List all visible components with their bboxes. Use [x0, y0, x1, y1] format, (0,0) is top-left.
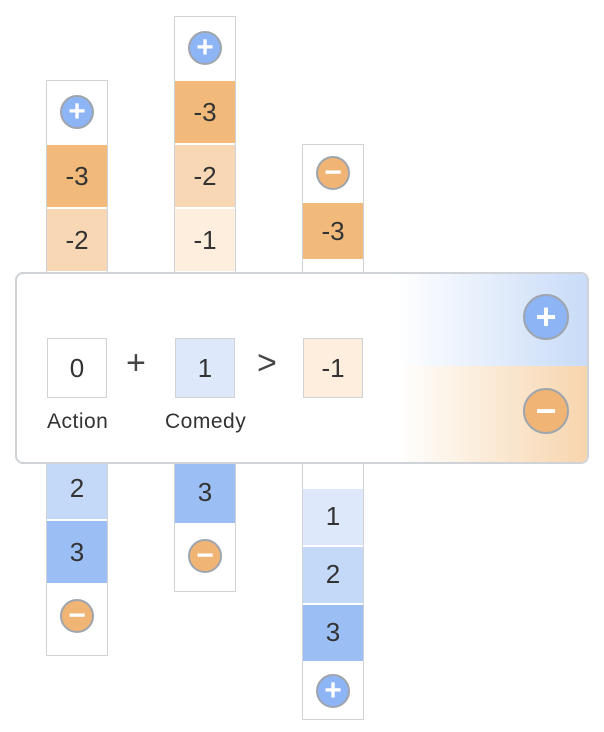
target-value-cell[interactable]: 3 [303, 604, 363, 661]
comedy-label: Comedy [165, 410, 247, 433]
comedy-value-cell[interactable]: -3 [175, 81, 235, 143]
comedy-value-cell[interactable]: -2 [175, 145, 235, 207]
comedy-value-cell[interactable]: 3 [175, 461, 235, 523]
minus-icon[interactable]: − [60, 599, 94, 633]
expression-panel: 0 + 1 > -1 Action Comedy + − [15, 272, 589, 464]
target-value-cell[interactable]: 2 [303, 546, 363, 603]
action-value-cell[interactable]: 2 [47, 457, 107, 519]
target-decrease-cell: − [303, 145, 363, 201]
action-increase-cell: + [47, 81, 107, 143]
target-current-value[interactable]: -1 [303, 338, 363, 398]
minus-icon[interactable]: − [316, 156, 350, 190]
action-value-cell[interactable]: -3 [47, 145, 107, 207]
plus-icon[interactable]: + [60, 95, 94, 129]
action-current-value[interactable]: 0 [47, 338, 107, 398]
add-operator: + [126, 344, 146, 382]
comedy-value-cell[interactable]: -1 [175, 209, 235, 271]
action-value-cell[interactable]: 3 [47, 521, 107, 583]
plus-icon[interactable]: + [316, 673, 350, 708]
action-value-cell[interactable]: -2 [47, 209, 107, 271]
comedy-current-value[interactable]: 1 [175, 338, 235, 398]
action-label: Action [47, 410, 109, 433]
comedy-decrease-cell: − [175, 525, 235, 587]
comedy-increase-cell: + [175, 17, 235, 79]
action-decrease-cell: − [47, 585, 107, 647]
target-value-cell[interactable]: -3 [303, 203, 363, 260]
minus-icon[interactable]: − [523, 388, 569, 434]
plus-icon[interactable]: + [523, 294, 569, 340]
minus-icon[interactable]: − [188, 539, 222, 573]
target-increase-cell: + [303, 663, 363, 719]
compare-operator: > [257, 344, 277, 382]
plus-icon[interactable]: + [188, 31, 222, 65]
target-value-cell[interactable]: 1 [303, 488, 363, 545]
